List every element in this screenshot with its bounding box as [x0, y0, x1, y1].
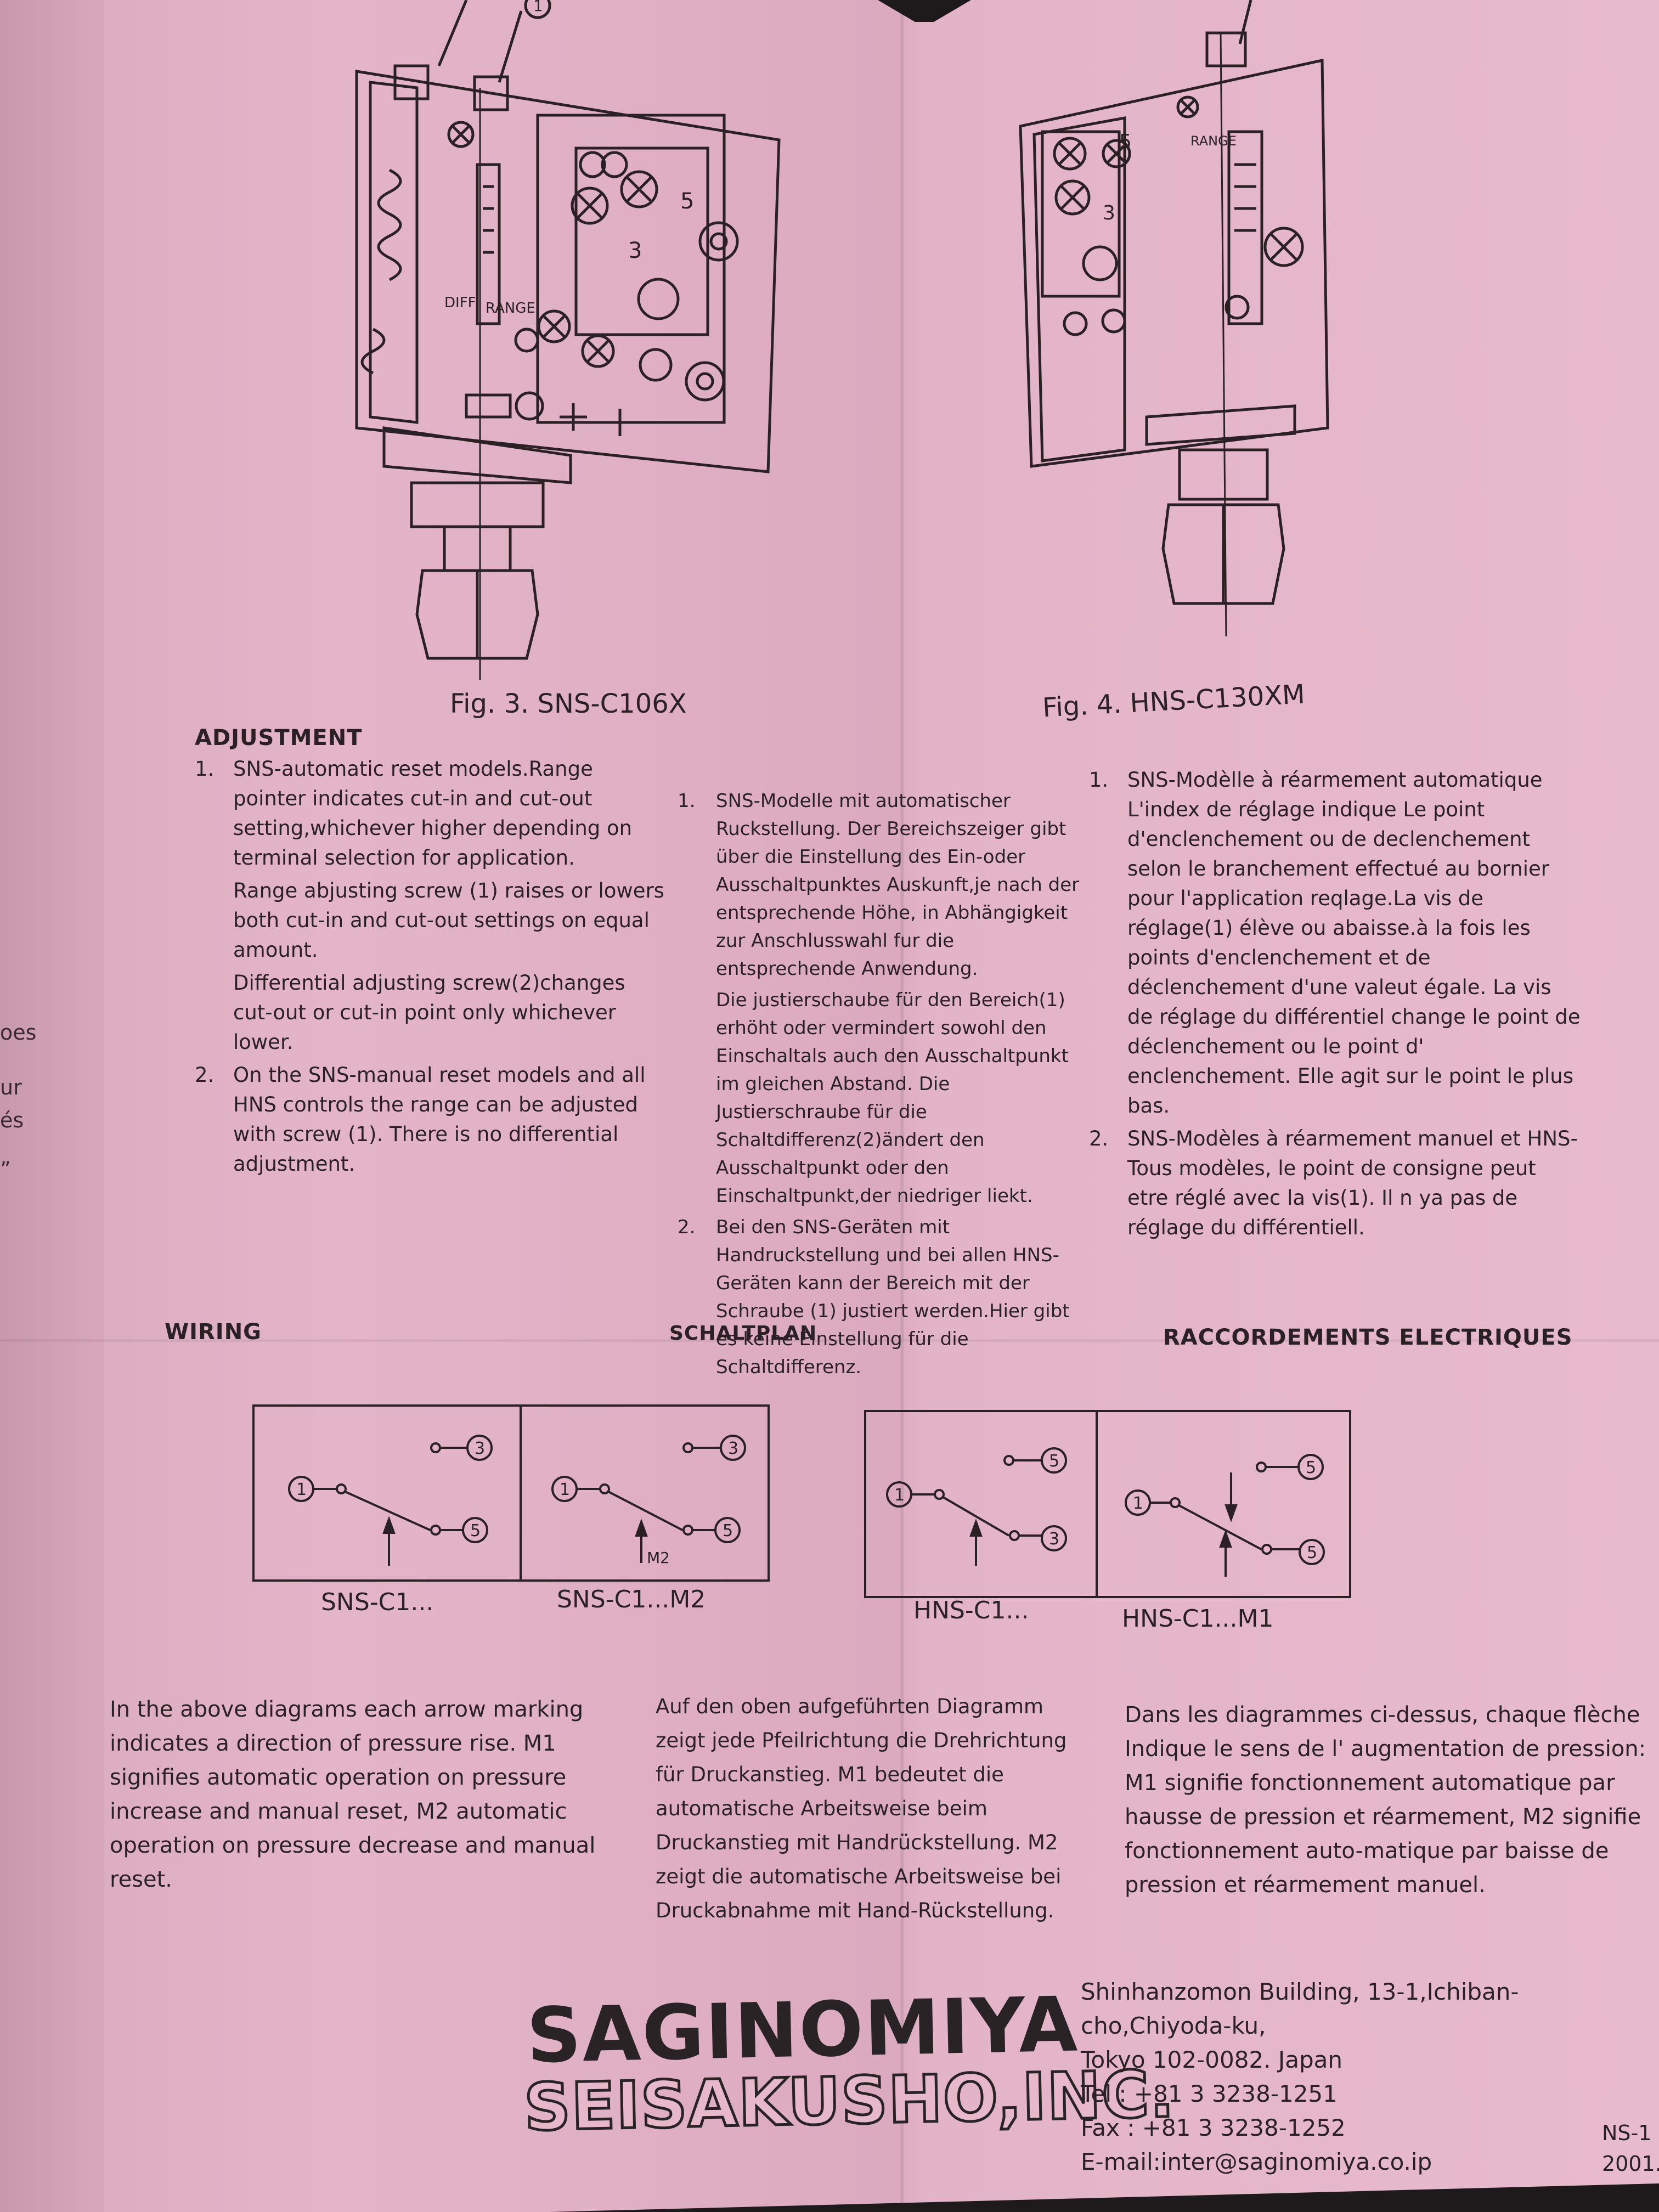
terminal-label: 5: [723, 1521, 733, 1541]
terminal-label: 1: [296, 1480, 307, 1499]
adjustment-text: Range abjusting screw (1) raises or lowe…: [233, 879, 664, 962]
phone-number: Tel : +81 3 3238-1251: [1081, 2080, 1338, 2107]
adjustment-text: SNS-Modelle mit automatischer Ruckstellu…: [716, 790, 1080, 980]
wiring-box-sns: 1 3 5 1 3 5 M2: [252, 1404, 770, 1582]
terminal-label: 1: [1133, 1494, 1143, 1513]
company-logo-line2: SEISAKUSHO,INC.: [522, 2055, 1177, 2147]
terminal-number: 5: [1119, 131, 1132, 153]
mode-mark: M2: [647, 1549, 670, 1567]
note-english: In the above diagrams each arrow marking…: [110, 1697, 596, 1892]
edge-text-fragment: ”: [0, 1158, 11, 1182]
terminal-label: 1: [894, 1486, 905, 1505]
adjustment-text: SNS-Modèlle à réarmement automatique L'i…: [1127, 768, 1581, 1118]
terminal-label: 5: [1306, 1458, 1316, 1477]
adjustment-item: 2. On the SNS-manual reset models and al…: [195, 1060, 667, 1182]
terminal-label: 1: [560, 1480, 570, 1499]
schaltplan-heading: SCHALTPLAN: [669, 1322, 817, 1345]
adjustment-item: 2. Bei den SNS-Geräten mit Handruckstell…: [678, 1214, 1084, 1385]
wiring-diagram-sns-c1-m2: 1 3 5 M2: [551, 1435, 746, 1567]
terminal-label: 3: [728, 1439, 738, 1458]
diagram-label: SNS-C1...M2: [557, 1585, 706, 1613]
note-french: Dans les diagrammes ci-dessus, chaque fl…: [1125, 1702, 1646, 1898]
wiring-diagram-hns-c1: 1 5 3: [886, 1447, 1067, 1566]
edge-text-fragment: és: [0, 1108, 24, 1132]
item-number: 2.: [678, 1216, 696, 1238]
item-number: 1.: [195, 757, 215, 781]
adjustment-text: Differential adjusting screw(2)changes c…: [233, 971, 625, 1054]
wiring-diagram-sns-c1: 1 3 5: [288, 1435, 493, 1566]
range-label: RANGE: [1190, 133, 1237, 149]
raccordements-heading: RACCORDEMENTS ELECTRIQUES: [1163, 1325, 1573, 1350]
adjustment-text: Bei den SNS-Geräten mit Handruckstellung…: [716, 1216, 1070, 1378]
adjustment-heading: ADJUSTMENT: [195, 725, 363, 751]
diff-label: DIFF: [444, 295, 476, 311]
adjustment-english: 1. SNS-automatic reset models.Range poin…: [195, 754, 667, 1182]
note-german: Auf den oben aufgeführten Diagramm zeigt…: [656, 1695, 1067, 1922]
adjustment-item: 1. SNS-Modelle mit automatischer Ruckste…: [678, 787, 1084, 1214]
adjacent-page-edge: [0, 0, 104, 2212]
terminal-label: 5: [470, 1521, 481, 1541]
adjustment-item: 1. SNS-automatic reset models.Range poin…: [195, 754, 667, 1060]
item-number: 2.: [1089, 1127, 1109, 1150]
edge-text-fragment: ur: [0, 1075, 22, 1099]
figure-3-drawing: 1 DIFF RANGE 5 3: [340, 0, 834, 680]
figure-4-drawing: 5 3 RANGE: [1009, 0, 1350, 636]
address-line: Shinhanzomon Building, 13-1,Ichiban-cho,…: [1081, 1978, 1519, 2039]
diagram-label: SNS-C1...: [321, 1588, 434, 1616]
item-number: 2.: [195, 1063, 215, 1087]
adjustment-text: SNS-automatic reset models.Range pointer…: [233, 757, 633, 870]
adjustment-item: 2. SNS-Modèles à réarmement manuel et HN…: [1089, 1124, 1583, 1246]
adjustment-german: 1. SNS-Modelle mit automatischer Ruckste…: [678, 787, 1084, 1385]
item-number: 1.: [678, 790, 696, 812]
terminal-label: 5: [1049, 1452, 1059, 1471]
company-address: Shinhanzomon Building, 13-1,Ichiban-cho,…: [1081, 1975, 1659, 2179]
adjustment-text: Die justierschaube für den Bereich(1) er…: [716, 989, 1069, 1207]
range-label: RANGE: [486, 300, 535, 317]
figure-3-caption: Fig. 3. SNS-C106X: [450, 689, 687, 719]
terminal-label: 3: [475, 1439, 485, 1458]
terminal-label: 3: [1049, 1530, 1059, 1549]
terminal-label: 5: [1307, 1543, 1317, 1562]
horizontal-fold: [0, 1339, 1659, 1343]
wiring-diagram-hns-c1-m1: 1 5 5: [1125, 1454, 1325, 1577]
adjustment-item: 1. SNS-Modèlle à réarmement automatique …: [1089, 765, 1583, 1124]
edge-text-fragment: oes: [0, 1020, 37, 1045]
diagram-label: HNS-C1...M1: [1122, 1605, 1274, 1633]
diagram-label: HNS-C1...: [913, 1596, 1029, 1624]
doc-code: NS-1: [1602, 2121, 1652, 2145]
item-number: 1.: [1089, 768, 1109, 792]
vertical-fold: [900, 0, 905, 2212]
wiring-heading: WIRING: [165, 1319, 262, 1345]
callout-number: 1: [533, 0, 543, 15]
terminal-number: 5: [680, 189, 694, 214]
document-number: NS-1 2001.: [1602, 2118, 1659, 2179]
adjustment-text: SNS-Modèles à réarmement manuel et HNS-T…: [1127, 1127, 1578, 1239]
terminal-number: 3: [628, 238, 642, 263]
doc-year: 2001.: [1602, 2152, 1659, 2176]
wiring-box-hns: 1 5 3 1 5 5: [864, 1410, 1351, 1598]
adjustment-french: 1. SNS-Modèlle à réarmement automatique …: [1089, 765, 1583, 1246]
terminal-number: 3: [1103, 202, 1115, 224]
address-line: Tokyo 102-0082. Japan: [1081, 2046, 1342, 2073]
email-address: E-mail:inter@saginomiya.co.ip: [1081, 2148, 1432, 2175]
fax-number: Fax : +81 3 3238-1252: [1081, 2114, 1346, 2141]
adjustment-text: On the SNS-manual reset models and all H…: [233, 1063, 646, 1176]
